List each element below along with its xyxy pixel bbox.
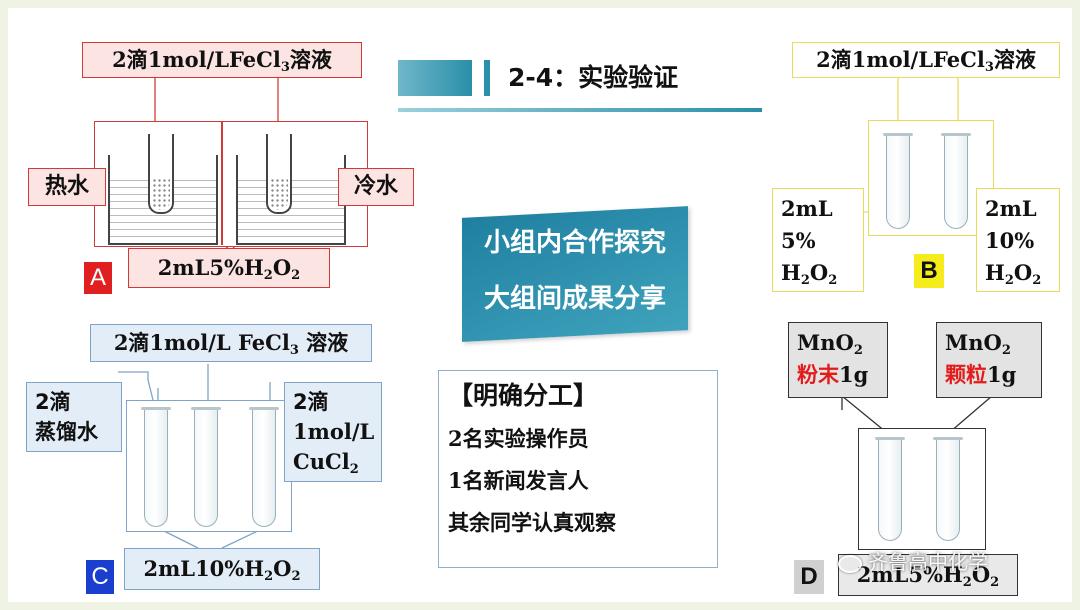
exp-b-tube-right — [941, 133, 971, 229]
exp-a-reagent-label: 2滴1mol/LFeCl3溶液 — [82, 42, 362, 78]
exp-b-tube-left — [883, 133, 913, 229]
exp-c-tube-1 — [141, 407, 171, 527]
wechat-icon — [838, 554, 862, 573]
exp-a-divider — [221, 121, 223, 245]
banner-line-1: 小组内合作探究 — [483, 228, 666, 258]
exp-c-solution-label: 2mL10%H2O2 — [124, 548, 320, 590]
exp-a-letter: A — [84, 262, 112, 294]
task-item-3: 其余同学认真观察 — [448, 510, 616, 535]
task-item-1: 2名实验操作员 — [448, 426, 589, 451]
exp-c-tube-3 — [249, 407, 279, 527]
exp-c-letter: C — [86, 560, 114, 594]
header-underline — [398, 108, 762, 112]
exp-d-solution-label: 2mL5%H2O2 — [838, 554, 1018, 596]
exp-a-cold-water-label: 冷水 — [338, 168, 414, 206]
watermark: 齐鲁高中化学 — [838, 546, 988, 575]
slide: 2滴1mol/LFeCl3溶液 热水 冷水 2mL5%H2O2 A 2-4：实验… — [8, 8, 1072, 602]
exp-a-solution-label: 2mL5%H2O2 — [128, 248, 330, 288]
exp-d-granule-label: MnO2 颗粒1g — [936, 322, 1042, 398]
task-panel — [438, 370, 718, 568]
exp-d-tube-left — [875, 437, 905, 541]
exp-d-letter: D — [794, 560, 824, 594]
header-bar-accent — [484, 60, 490, 96]
exp-c-tube-2 — [191, 407, 221, 527]
task-item-2: 1名新闻发言人 — [448, 468, 589, 493]
exp-b-reagent-label: 2滴1mol/LFeCl3溶液 — [792, 42, 1060, 78]
header-bar-block — [398, 60, 472, 96]
exp-c-reagent-label: 2滴1mol/L FeCl3 溶液 — [90, 324, 372, 362]
page-title: 2-4：实验验证 — [508, 63, 679, 92]
exp-d-tube-right — [933, 437, 963, 541]
exp-a-tube-left — [148, 134, 174, 214]
exp-a-tube-right — [266, 134, 292, 214]
exp-d-powder-label: MnO2 粉末1g — [788, 322, 888, 398]
exp-b-letter: B — [914, 254, 944, 288]
banner-line-2: 大组间成果分享 — [483, 284, 666, 314]
exp-a-hot-water-label: 热水 — [28, 168, 106, 206]
task-title: 【明确分工】 — [448, 381, 599, 410]
exp-c-left-label: 2滴蒸馏水 — [26, 382, 122, 452]
